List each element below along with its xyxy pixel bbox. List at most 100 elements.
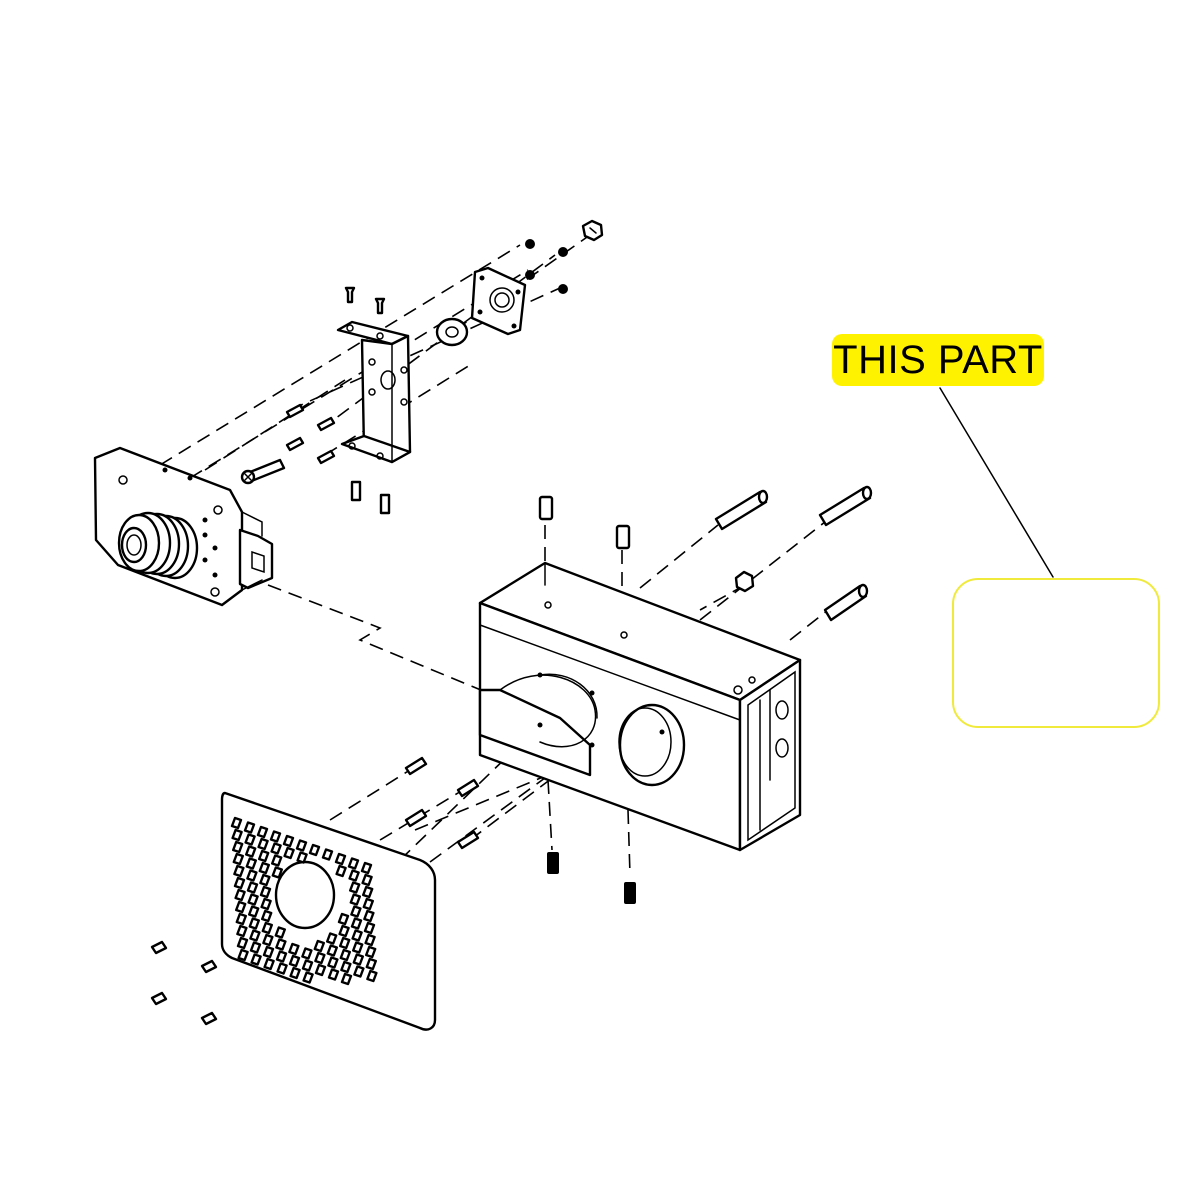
grille-slot [236, 936, 249, 950]
grille-slot [340, 972, 353, 986]
grille-slot [288, 942, 300, 956]
grille-slot [269, 830, 282, 843]
mounting-plate [470, 266, 527, 336]
callout-label: THIS PART [832, 334, 1044, 386]
main-housing [478, 561, 802, 852]
grille-slot [364, 933, 376, 947]
grille-slot [288, 954, 301, 968]
grille-slot [349, 893, 361, 906]
nut-icon-group [525, 219, 604, 294]
callout-highlight-frame [952, 578, 1160, 728]
grille-slot [313, 939, 325, 953]
grille-slot [350, 917, 363, 930]
grille-slot [246, 881, 259, 894]
grille-slot [363, 909, 375, 923]
grille-slot [275, 950, 288, 963]
grille-slot [246, 869, 258, 882]
grille-slot [275, 938, 287, 951]
grille-slot [274, 926, 286, 939]
grille-slot [235, 912, 247, 926]
grille-slot [249, 929, 261, 942]
grille-slot [352, 953, 364, 966]
grille-slot [348, 869, 360, 882]
grille-slot [270, 842, 282, 855]
grille-slot [271, 866, 283, 879]
grille-slot [258, 849, 270, 863]
grille-slot [237, 948, 249, 962]
pin-icon-group-left [240, 403, 336, 485]
grille-slot [347, 857, 360, 870]
grille-slot [258, 861, 270, 875]
washer-icon [435, 317, 469, 347]
grille-slot [326, 944, 338, 957]
grille-slot [339, 948, 351, 962]
grille-plate [220, 791, 437, 1031]
grille-slot [247, 893, 259, 906]
grille-slot [283, 846, 295, 860]
grille-slot [256, 825, 269, 839]
grille-slot [308, 843, 321, 857]
screw-icon-group-top [344, 286, 391, 515]
screw-icon-group-bottom [150, 940, 218, 1026]
grille-slot [335, 864, 347, 878]
standoff-icon-group [538, 495, 755, 904]
grille-slot [248, 917, 260, 930]
grille-slot [327, 956, 339, 969]
grille-slot [361, 873, 373, 887]
callout-leader-line [939, 387, 1054, 578]
dowel-pin-icon-group [714, 485, 873, 622]
grille-slot [236, 924, 248, 938]
grille-slot [363, 921, 376, 935]
grille-slot [350, 905, 362, 918]
grille-slot [352, 941, 364, 954]
grille-slot [261, 921, 273, 935]
grille-slot [263, 957, 275, 971]
grille-slot [338, 924, 350, 938]
grille-slot [334, 852, 347, 866]
grille-slot [360, 861, 373, 875]
grille-slot [321, 848, 334, 861]
l-bracket [336, 320, 412, 464]
grille-slot [260, 897, 272, 911]
grille-slot [234, 888, 246, 902]
grille-slot [314, 963, 327, 977]
grille-slot [261, 909, 273, 923]
back-plate-assembly [93, 446, 274, 607]
grille-slot [337, 912, 350, 926]
grille-slot [301, 947, 313, 960]
grille-slot [232, 852, 244, 866]
grille-slot [301, 959, 314, 972]
grille-slot [245, 857, 257, 870]
grille-slot [259, 873, 271, 887]
grille-slot [326, 932, 338, 945]
grille-slot [243, 821, 256, 834]
grille-slot [339, 936, 351, 950]
grille-slot [289, 966, 301, 980]
grille-slot [230, 816, 243, 830]
grille-slot [233, 864, 245, 878]
grille-slot [244, 833, 256, 846]
grille-slot [232, 840, 244, 854]
grille-slots [230, 816, 378, 986]
grille-slot [340, 960, 352, 974]
grille-slot [353, 965, 365, 978]
grille-slot [262, 945, 275, 959]
grille-slot [248, 905, 260, 918]
grille-slot [276, 962, 288, 975]
grille-slot [365, 957, 377, 971]
grille-slot [351, 929, 363, 942]
grille-slot [259, 885, 272, 899]
grille-slot [271, 854, 283, 867]
grille-slot [365, 945, 377, 959]
grille-slot [327, 968, 340, 981]
grille-slot [282, 834, 295, 848]
grille-slot [314, 951, 326, 965]
grille-slot [257, 837, 269, 851]
grille-slot [249, 941, 262, 954]
grille-slot [262, 933, 274, 947]
grille-slot [233, 876, 246, 890]
grille-slot [296, 851, 308, 864]
grille-slot [302, 971, 314, 984]
grille-slot [250, 953, 262, 966]
